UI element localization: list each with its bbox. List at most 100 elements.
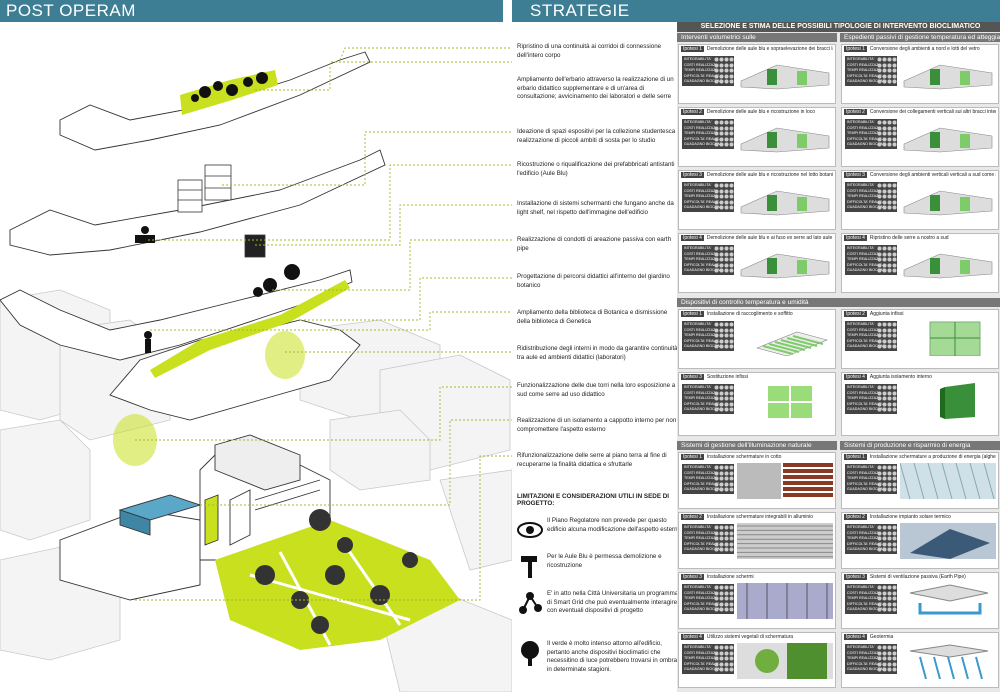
rating-dots bbox=[877, 246, 897, 251]
rating-row-label: DIFFICOLTA' REALIZ. bbox=[847, 541, 883, 546]
rating-dots bbox=[714, 344, 734, 349]
strategy-card-tag: Ipotesi 2 bbox=[844, 311, 867, 317]
callout-2: Ampliamento dell'erbario attraverso la r… bbox=[517, 76, 674, 101]
callout-3: Ideazione di spazi espositivi per la col… bbox=[517, 128, 681, 144]
rating-dots bbox=[877, 79, 897, 84]
rating-dots bbox=[714, 74, 734, 79]
rating-row-label: TEMPI REALIZZAZ. bbox=[684, 536, 717, 541]
rating-dots bbox=[714, 591, 734, 596]
rating-row-label: TEMPI REALIZZAZ. bbox=[684, 194, 717, 199]
rating-dots bbox=[714, 322, 734, 327]
rating-dots bbox=[714, 662, 734, 667]
rating-row-label: TEMPI REALIZZAZ. bbox=[847, 596, 880, 601]
rating-dots bbox=[877, 74, 897, 79]
rating-table: INTEGRABILITA'COSTI REALIZZAZ.TEMPI REAL… bbox=[682, 384, 734, 414]
rating-row-label: COSTI REALIZZAZ. bbox=[684, 327, 717, 332]
rating-dots bbox=[877, 542, 897, 547]
rating-row-label: GUADAGNO BIOCLIM. bbox=[847, 407, 885, 412]
strategy-illustration bbox=[740, 64, 830, 90]
strategy-illustration bbox=[940, 383, 975, 419]
rating-table: INTEGRABILITA'COSTI REALIZZAZ.TEMPI REAL… bbox=[845, 644, 897, 674]
rating-row-label: GUADAGNO BIOCLIM. bbox=[847, 205, 885, 210]
rating-row-label: INTEGRABILITA' bbox=[847, 385, 875, 389]
rating-dots bbox=[877, 482, 897, 487]
strategy-illustration bbox=[900, 523, 996, 559]
rating-dots bbox=[877, 531, 897, 536]
strategy-card-title-text: Installazione impianto solare termico bbox=[869, 514, 951, 520]
rating-dots bbox=[714, 183, 734, 188]
leader-lines bbox=[135, 47, 512, 601]
rating-dots bbox=[877, 607, 897, 612]
rating-dots bbox=[877, 268, 897, 273]
rating-row-label: TEMPI REALIZZAZ. bbox=[847, 68, 880, 73]
rating-dots bbox=[714, 651, 734, 656]
strategy-card-title-text: Demolizione delle aule blu e ai fuso ex … bbox=[706, 235, 833, 241]
strategy-card-tag: Ipotesi 1 bbox=[844, 46, 867, 52]
rating-row-label: GUADAGNO BIOCLIM. bbox=[684, 667, 722, 672]
rating-dots bbox=[714, 120, 734, 125]
rating-row-label: TEMPI REALIZZAZ. bbox=[684, 476, 717, 481]
rating-dots bbox=[714, 189, 734, 194]
rating-row-label: INTEGRABILITA' bbox=[684, 465, 712, 469]
rating-dots bbox=[877, 596, 897, 601]
callout-11: Realizzazione di un isolamento a cappott… bbox=[517, 417, 677, 433]
rating-row-label: DIFFICOLTA' REALIZ. bbox=[684, 262, 720, 267]
rating-dots bbox=[877, 402, 897, 407]
rating-row-label: TEMPI REALIZZAZ. bbox=[847, 476, 880, 481]
rating-row-label: GUADAGNO BIOCLIM. bbox=[847, 607, 885, 612]
rating-dots bbox=[714, 656, 734, 661]
rating-dots bbox=[714, 536, 734, 541]
strategy-illustration bbox=[740, 190, 830, 216]
rating-row-label: INTEGRABILITA' bbox=[847, 465, 875, 469]
rating-table: INTEGRABILITA'COSTI REALIZZAZ.TEMPI REAL… bbox=[845, 245, 897, 275]
rating-dots bbox=[877, 137, 897, 142]
rating-row-label: GUADAGNO BIOCLIM. bbox=[847, 79, 885, 84]
rating-dots bbox=[877, 525, 897, 530]
band-1-right: Espedienti passivi di gestione temperatu… bbox=[840, 33, 1000, 42]
strategy-card-title-text: Sostituzione infissi bbox=[706, 374, 749, 380]
rating-row-label: GUADAGNO BIOCLIM. bbox=[847, 487, 885, 492]
rating-table: INTEGRABILITA'COSTI REALIZZAZ.TEMPI REAL… bbox=[682, 321, 734, 351]
rating-row-label: COSTI REALIZZAZ. bbox=[684, 125, 717, 130]
rating-dots bbox=[877, 385, 897, 390]
rating-row-label: DIFFICOLTA' REALIZ. bbox=[847, 73, 883, 78]
rating-table: INTEGRABILITA'COSTI REALIZZAZ.TEMPI REAL… bbox=[682, 644, 734, 674]
rating-row-label: INTEGRABILITA' bbox=[847, 645, 875, 649]
rating-dots bbox=[877, 476, 897, 481]
strategy-card-title-text: Installazione di raccoglimento e soffitt… bbox=[706, 311, 793, 317]
strategie-title: SELEZIONE E STIMA DELLE POSSIBILI TIPOLO… bbox=[677, 22, 1000, 32]
eye-icon bbox=[517, 522, 543, 538]
rating-dots bbox=[714, 246, 734, 251]
rating-row-label: DIFFICOLTA' REALIZ. bbox=[684, 601, 720, 606]
rating-row-label: GUADAGNO BIOCLIM. bbox=[847, 142, 885, 147]
rating-row-label: DIFFICOLTA' REALIZ. bbox=[847, 199, 883, 204]
rating-row-label: DIFFICOLTA' REALIZ. bbox=[847, 262, 883, 267]
rating-row-label: COSTI REALIZZAZ. bbox=[847, 390, 880, 395]
rating-dots bbox=[714, 385, 734, 390]
rating-dots bbox=[714, 667, 734, 672]
limit-4-text: Il verde è molto intenso attorno all'edi… bbox=[547, 640, 678, 673]
strategy-card-tag: Ipotesi 3 bbox=[681, 574, 704, 580]
rating-dots bbox=[877, 339, 897, 344]
rating-dots bbox=[877, 662, 897, 667]
rating-dots bbox=[714, 542, 734, 547]
rating-dots bbox=[714, 607, 734, 612]
callout-5: Installazione di sistemi schermanti che … bbox=[517, 200, 674, 216]
rating-row-label: INTEGRABILITA' bbox=[847, 57, 875, 61]
rating-dots bbox=[877, 344, 897, 349]
strategy-card-tag: Ipotesi 3 bbox=[844, 574, 867, 580]
rating-dots bbox=[714, 268, 734, 273]
rating-row-label: DIFFICOLTA' REALIZ. bbox=[684, 661, 720, 666]
band-3-left: Sistemi di gestione dell'illuminazione n… bbox=[677, 441, 837, 450]
strategy-card-title-text: Installazione schermature a produzione d… bbox=[869, 454, 996, 460]
rating-dots bbox=[877, 328, 897, 333]
